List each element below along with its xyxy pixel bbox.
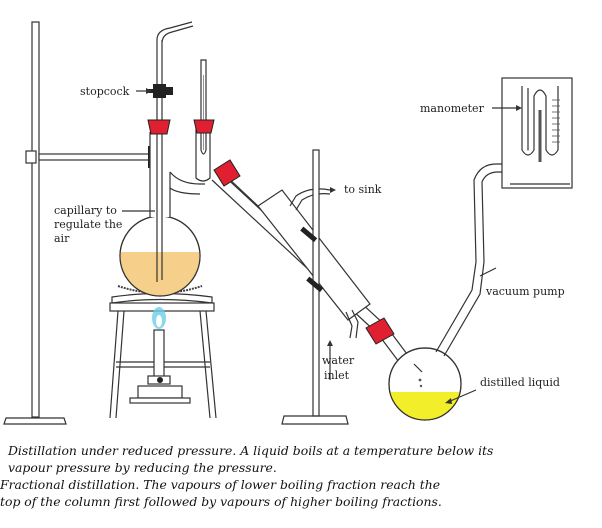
distilled-liquid-label: distilled liquid (480, 376, 560, 389)
leader-lines (122, 88, 522, 404)
receiver-flask (388, 163, 510, 421)
burner (129, 307, 191, 404)
manometer (501, 77, 573, 189)
manometer-label: manometer (420, 102, 485, 115)
vacuum-pump-label: vacuum pump (485, 285, 565, 298)
thermometer (193, 59, 215, 182)
caption-line-2: vapour pressure by reducing the pressure… (8, 460, 277, 475)
capillary-label-line1: capillary to (54, 204, 117, 217)
water-inlet-label-line2: inlet (324, 369, 350, 382)
right-retort-stand (281, 149, 349, 425)
stopcock-label: stopcock (80, 85, 130, 98)
capillary-tube (156, 21, 194, 282)
water-inlet-label-line1: water (322, 354, 355, 367)
flask-cork-left (147, 119, 171, 135)
capillary-label-line3: air (54, 232, 70, 245)
caption-line-1: Distillation under reduced pressure. A l… (8, 443, 494, 458)
to-sink-label: to sink (344, 183, 382, 196)
caption-line-4: top of the column first followed by vapo… (0, 494, 442, 509)
round-bottom-flask (119, 132, 205, 297)
caption-line-3: Fractional distillation. The vapours of … (0, 477, 441, 492)
capillary-label-line2: regulate the (54, 218, 122, 231)
